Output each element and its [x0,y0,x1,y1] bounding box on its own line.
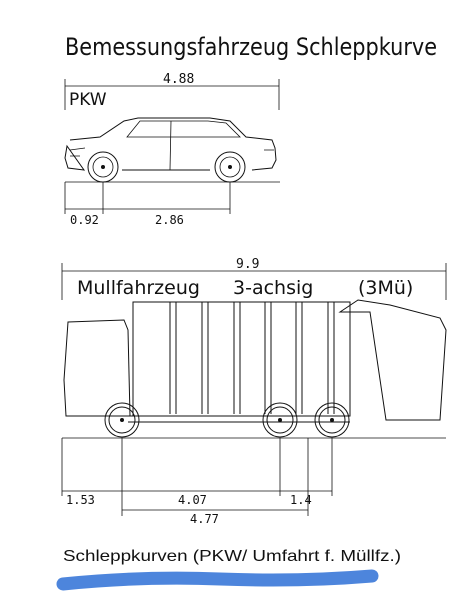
car-body [64,117,277,171]
car-front-wheel [87,151,119,183]
truck-wheelbase-front-label: 4.07 [178,493,207,507]
car-section: 4.88 PKW 0.92 2.86 [64,72,280,227]
truck-rear-wheel-2 [314,402,350,438]
truck-front-wheel [104,402,140,438]
car-front-detail [69,147,274,157]
car-length-label: 4.88 [163,72,194,87]
truck-front-overhang-label: 1.53 [66,493,95,507]
caption: Schleppkurven (PKW/ Umfahrt f. Müllfz.) [63,548,401,565]
truck-length-label: 9.9 [236,257,259,272]
truck-rear-wheel-1 [262,402,298,438]
truck-section: 9.9 Mullfahrzeug 3-achsig (3Mü) [61,257,447,526]
truck-container-ribs [169,302,335,414]
truck-cab [63,319,131,417]
truck-rear-loader [338,299,447,421]
truck-label-name: Mullfahrzeug [77,277,200,299]
car-wheelbase-label: 2.86 [155,213,184,227]
car-rear-wheel [214,151,246,183]
truck-container [132,301,351,417]
truck-rear-axle-spacing-label: 1.4 [290,493,312,507]
truck-label-axles: 3-achsig [233,277,313,299]
drawing-title: Bemessungsfahrzeug Schleppkurve [65,33,437,61]
car-roofline [126,120,241,171]
car-front-overhang-label: 0.92 [70,213,99,227]
truck-wheelbase-total-label: 4.77 [190,512,219,526]
car-label: PKW [69,90,107,110]
highlight-stroke [56,569,379,591]
truck-label-code: (3Mü) [358,277,413,299]
